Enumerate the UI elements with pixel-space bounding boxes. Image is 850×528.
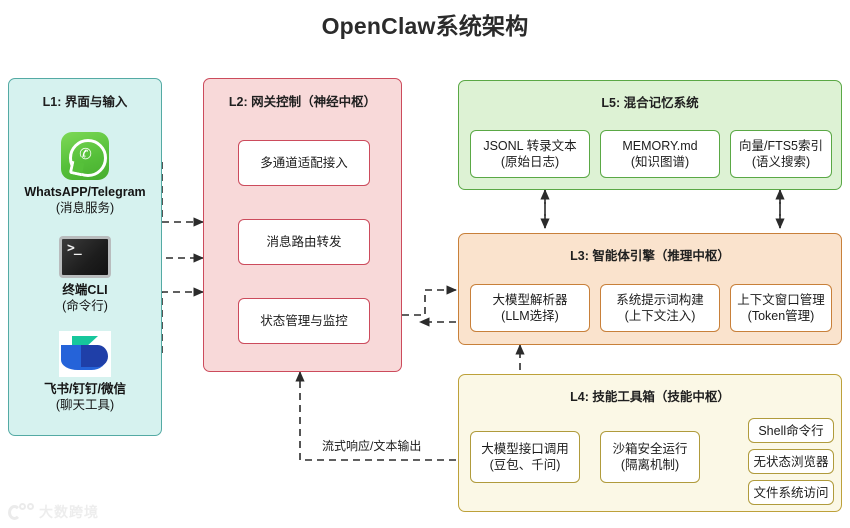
panel-l4-title: L4: 技能工具箱（技能中枢） [570, 390, 730, 404]
node-context-window-manager[interactable]: 上下文窗口管理 (Token管理) [730, 284, 832, 332]
watermark-text: 大数跨境 [39, 504, 99, 520]
feishu-icon [10, 331, 160, 377]
node-state-monitoring[interactable]: 状态管理与监控 [238, 298, 370, 344]
node-tool-filesystem[interactable]: 文件系统访问 [748, 480, 834, 505]
source-whatsapp-label: WhatsAPP/Telegram (消息服务) [24, 185, 146, 216]
source-whatsapp[interactable]: ✆ WhatsAPP/Telegram (消息服务) [10, 132, 160, 217]
source-terminal-label: 终端CLI (命令行) [62, 283, 108, 314]
node-jsonl-transcript[interactable]: JSONL 转录文本 (原始日志) [470, 130, 590, 178]
node-tool-shell[interactable]: Shell命令行 [748, 418, 834, 443]
watermark: 大数跨境 [8, 502, 99, 522]
panel-l3-title: L3: 智能体引擎（推理中枢） [570, 249, 730, 263]
node-memory-md[interactable]: MEMORY.md (知识图谱) [600, 130, 720, 178]
node-llm-api-call[interactable]: 大模型接口调用 (豆包、千问) [470, 431, 580, 483]
node-multi-channel-adapter[interactable]: 多通道适配接入 [238, 140, 370, 186]
edge-label-stream-response: 流式响应/文本输出 [322, 439, 422, 453]
panel-l1-title: L1: 界面与输入 [42, 95, 128, 109]
source-feishu-label: 飞书/钉钉/微信 (聊天工具) [44, 382, 126, 413]
node-tool-browser[interactable]: 无状态浏览器 [748, 449, 834, 474]
node-sandbox-runtime[interactable]: 沙箱安全运行 (隔离机制) [600, 431, 700, 483]
node-system-prompt-builder[interactable]: 系统提示词构建 (上下文注入) [600, 284, 720, 332]
whatsapp-icon: ✆ [10, 132, 160, 180]
source-feishu[interactable]: 飞书/钉钉/微信 (聊天工具) [10, 331, 160, 414]
terminal-icon: >_ [10, 236, 160, 278]
edge-gateway-to-agent [402, 285, 457, 316]
panel-l2-title: L2: 网关控制（神经中枢） [228, 95, 377, 109]
node-message-routing[interactable]: 消息路由转发 [238, 219, 370, 265]
source-terminal-cli[interactable]: >_ 终端CLI (命令行) [10, 236, 160, 315]
page-title: OpenClaw系统架构 [321, 13, 529, 39]
panel-l5-title: L5: 混合记忆系统 [601, 96, 699, 110]
node-vector-fts5-index[interactable]: 向量/FTS5索引 (语义搜索) [730, 130, 832, 178]
node-llm-parser[interactable]: 大模型解析器 (LLM选择) [470, 284, 590, 332]
watermark-logo-icon [8, 502, 34, 522]
